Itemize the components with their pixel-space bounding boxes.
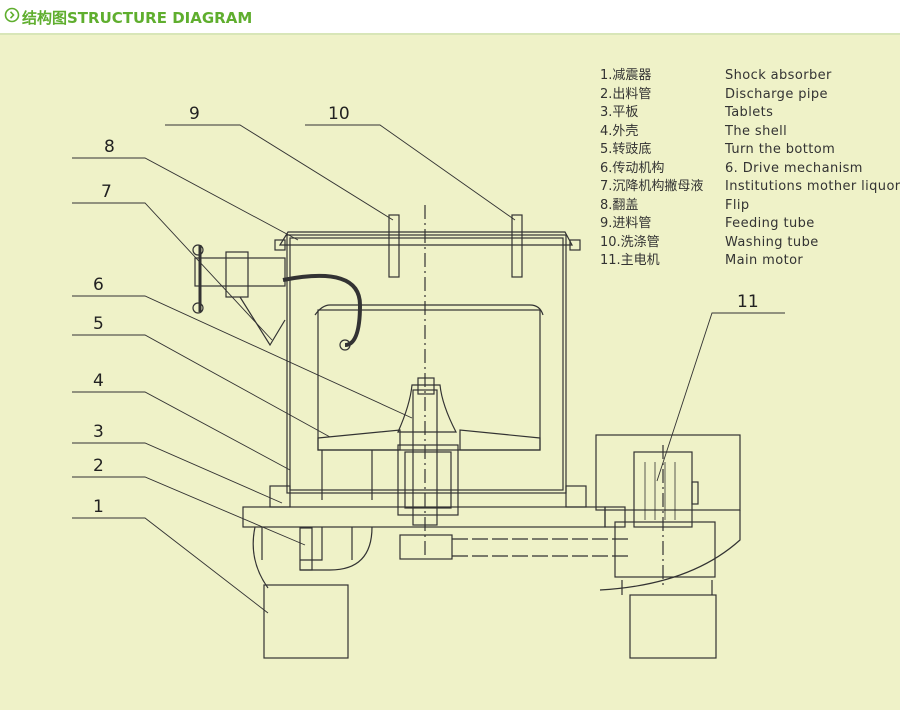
diagram-panel xyxy=(0,35,900,710)
motor-base xyxy=(614,521,716,578)
motor-frame xyxy=(595,434,741,511)
left-foot xyxy=(263,584,349,659)
discharge-pipe-outlet xyxy=(299,527,313,571)
callout-10: 10 xyxy=(328,104,350,124)
pulley xyxy=(399,534,453,560)
skimming-mechanism xyxy=(194,257,286,287)
section-header: 结构图STRUCTURE DIAGRAM xyxy=(0,0,900,35)
base-plate xyxy=(242,506,606,528)
flip-lid xyxy=(278,231,574,246)
callout-9: 9 xyxy=(189,104,200,124)
callout-2: 2 xyxy=(93,456,104,476)
drive-hub xyxy=(397,384,457,433)
callout-7: 7 xyxy=(101,182,112,202)
callout-1: 1 xyxy=(93,497,104,517)
right-foot xyxy=(629,594,717,659)
feeding-tube xyxy=(388,214,400,278)
callout-6: 6 xyxy=(93,275,104,295)
callout-8: 8 xyxy=(104,137,115,157)
outer-shell xyxy=(286,234,567,494)
bearing-housing xyxy=(397,444,459,516)
callout-5: 5 xyxy=(93,314,104,334)
callout-3: 3 xyxy=(93,422,104,442)
washing-tube xyxy=(511,214,523,278)
chevron-right-circle-icon xyxy=(4,7,20,23)
leader-lines xyxy=(72,124,785,614)
basket xyxy=(317,309,541,451)
section-title: 结构图STRUCTURE DIAGRAM xyxy=(22,9,253,27)
callout-11: 11 xyxy=(737,292,759,312)
callout-4: 4 xyxy=(93,371,104,391)
